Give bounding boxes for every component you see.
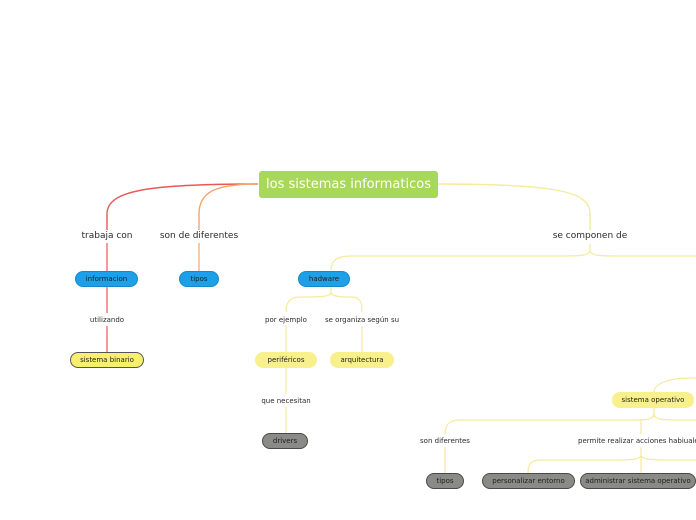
branch-son-de-diferentes[interactable]: son de diferentes xyxy=(159,231,239,241)
label-por-ejemplo[interactable]: por ejemplo xyxy=(265,315,307,324)
branch-trabaja-con[interactable]: trabaja con xyxy=(81,231,133,241)
node-sistema-operativo[interactable]: sistema operativo xyxy=(612,392,694,408)
node-hadware[interactable]: hadware xyxy=(298,271,350,287)
node-drivers[interactable]: drivers xyxy=(262,433,308,449)
label-que-necesitan[interactable]: que necesitan xyxy=(261,396,311,405)
label-permite-realizar[interactable]: permite realizar acciones habiuales xyxy=(578,436,696,445)
node-personalizar-entorno[interactable]: personalizar entorno xyxy=(482,473,575,489)
node-tipos-bottom[interactable]: tipos xyxy=(426,473,464,489)
node-tipos-top[interactable]: tipos xyxy=(179,271,219,287)
node-arquitectura[interactable]: arquitectura xyxy=(330,352,394,368)
node-informacion[interactable]: informacion xyxy=(75,271,138,287)
branch-se-componen-de[interactable]: se componen de xyxy=(552,231,628,241)
label-utilizando[interactable]: utilizando xyxy=(89,315,125,324)
node-administrar-so[interactable]: administrar sistema operativo xyxy=(580,473,696,489)
label-son-diferentes[interactable]: son diferentes xyxy=(420,436,470,445)
label-se-organiza[interactable]: se organiza según su xyxy=(324,315,400,324)
node-perifericos[interactable]: periféricos xyxy=(255,352,317,368)
node-sistema-binario[interactable]: sistema binario xyxy=(70,352,144,368)
root-node[interactable]: los sistemas informaticos xyxy=(259,171,438,198)
